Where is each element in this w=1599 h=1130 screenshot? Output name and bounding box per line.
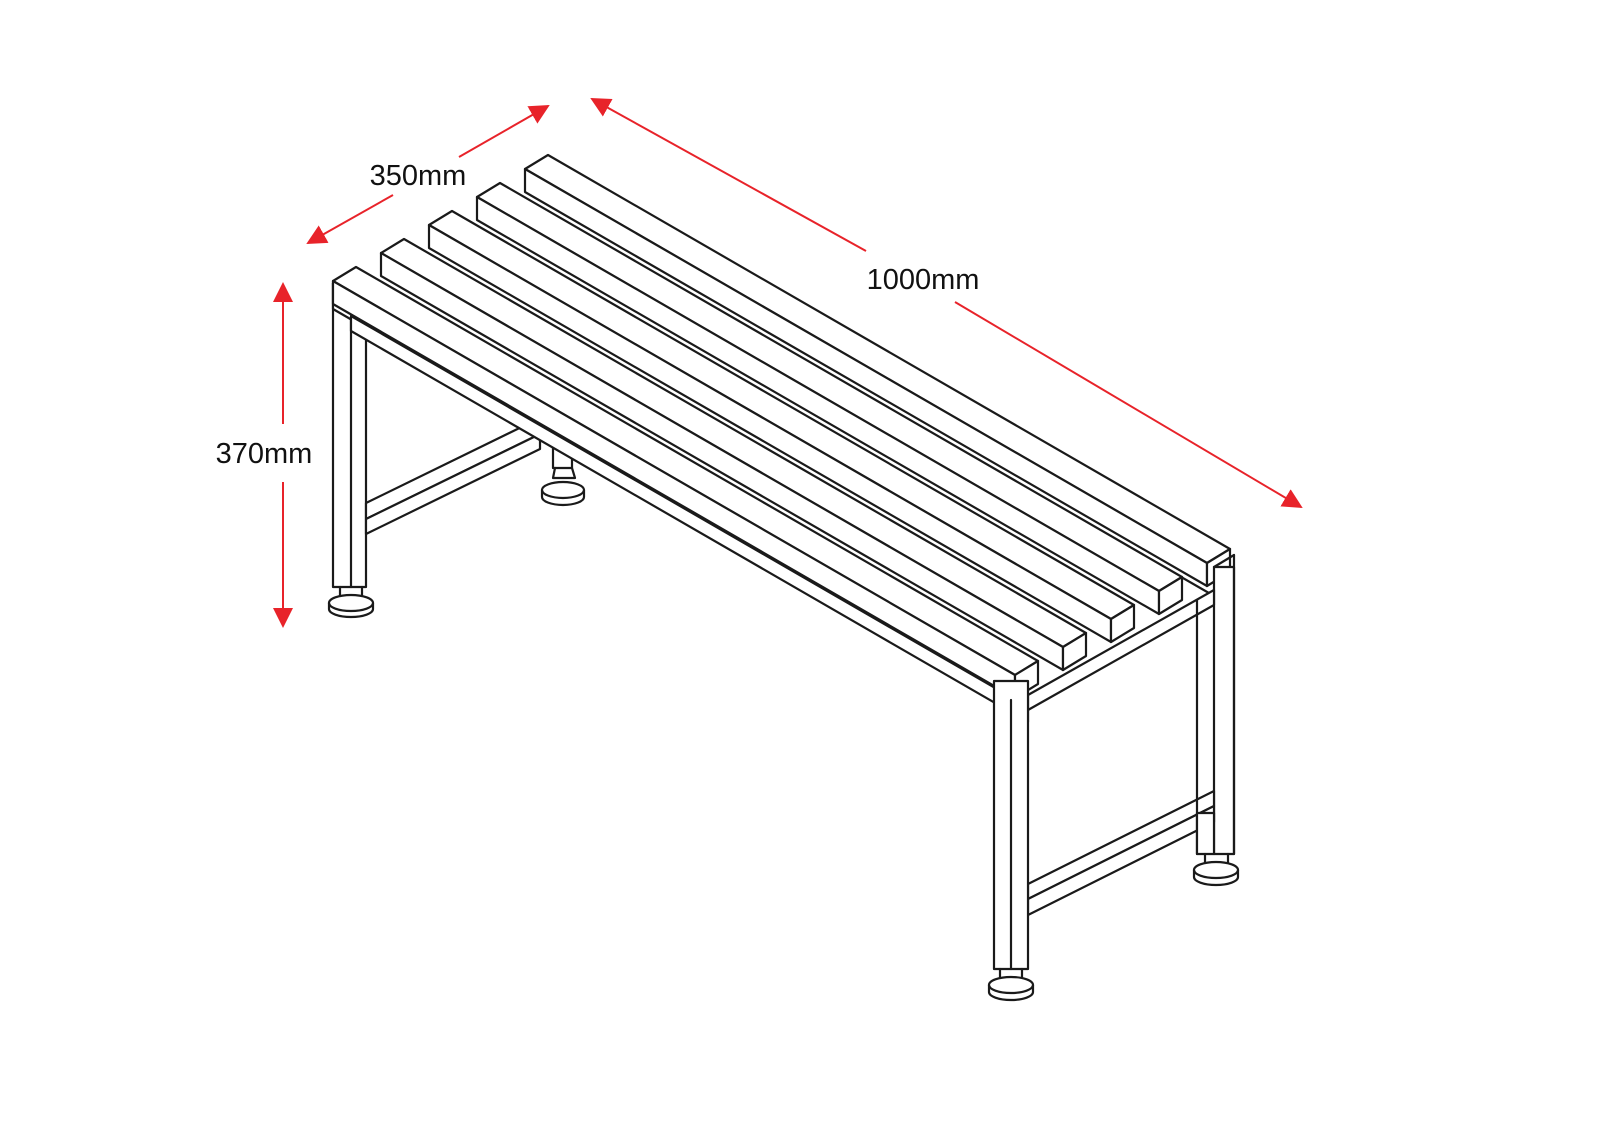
length-label: 1000mm [867, 264, 980, 296]
dimension-depth: 350mm [306, 105, 550, 244]
dimension-length: 1000mm [590, 98, 1303, 509]
foot-front-left [327, 585, 375, 619]
depth-label: 350mm [370, 160, 467, 192]
slat-3 [427, 209, 1136, 644]
foot-back-right [1192, 852, 1240, 887]
bench [327, 153, 1240, 1002]
back-left-leg [540, 432, 586, 507]
slat-4 [475, 181, 1184, 616]
slat-1 [331, 265, 1040, 700]
foot-pads [327, 585, 1240, 1002]
slats [331, 153, 1232, 700]
dimension-height: 370mm [216, 282, 313, 628]
slat-5 [523, 153, 1232, 588]
height-label: 370mm [216, 438, 313, 470]
slat-2 [379, 237, 1088, 672]
foot-front-right [987, 967, 1035, 1002]
right-end-frame [992, 553, 1236, 971]
